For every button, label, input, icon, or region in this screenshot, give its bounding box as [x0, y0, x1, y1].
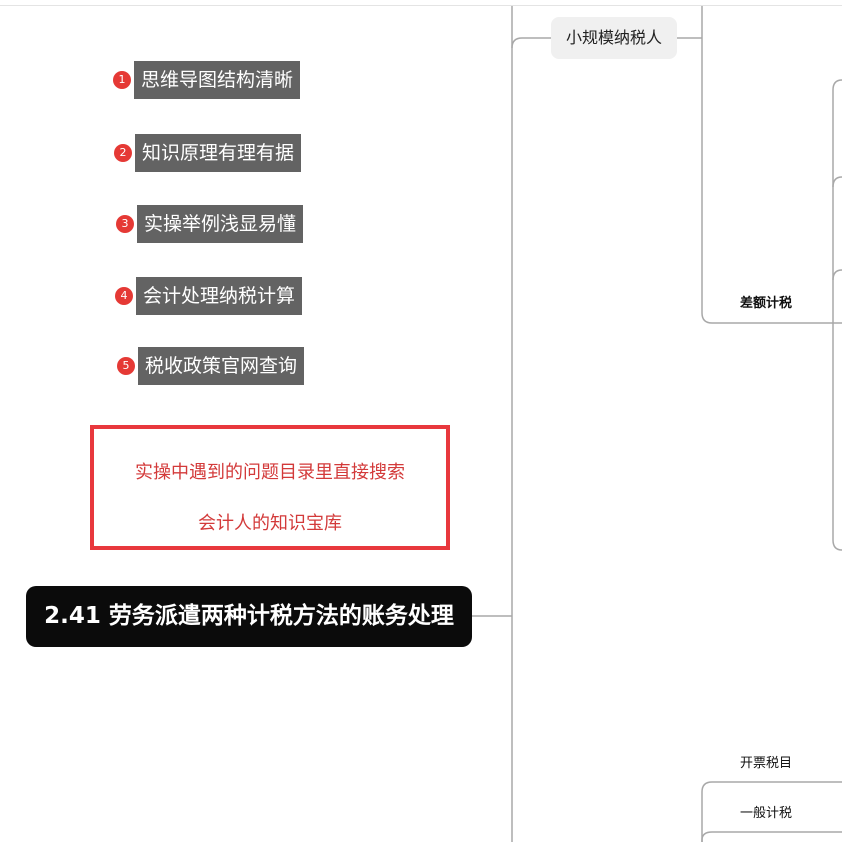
- feature-number-badge: 4: [115, 287, 133, 305]
- feature-label: 知识原理有理有据: [135, 134, 302, 172]
- feature-label: 税收政策官网查询: [138, 347, 305, 385]
- feature-number-badge: 1: [113, 71, 131, 89]
- promo-box: 实操中遇到的问题目录里直接搜索 会计人的知识宝库: [90, 425, 450, 550]
- feature-number-badge: 3: [116, 215, 134, 233]
- node-small-taxpayer[interactable]: 小规模纳税人: [551, 17, 677, 59]
- feature-number-badge: 2: [114, 144, 132, 162]
- feature-label: 实操举例浅显易懂: [137, 205, 304, 243]
- connector-general-child: [701, 831, 842, 842]
- root-topic[interactable]: 2.41 劳务派遣两种计税方法的账务处理: [26, 586, 472, 647]
- connector-sub-trunk: [701, 6, 842, 324]
- feature-label: 思维导图结构清晰: [134, 61, 301, 99]
- connector-to-small-taxpayer: [511, 37, 551, 49]
- connector-diff-bracket: [832, 79, 842, 551]
- feature-1: 1 思维导图结构清晰: [113, 61, 301, 99]
- node-differential-tax[interactable]: 差额计税: [740, 296, 793, 311]
- connector-diff-child-2: [832, 269, 842, 281]
- feature-number-badge: 5: [117, 357, 135, 375]
- feature-4: 4 会计处理纳税计算: [115, 277, 303, 315]
- connector-diff-child-1: [832, 176, 842, 188]
- feature-3: 3 实操举例浅显易懂: [116, 205, 304, 243]
- promo-line-1: 实操中遇到的问题目录里直接搜索: [135, 462, 405, 483]
- feature-5: 5 税收政策官网查询: [117, 347, 305, 385]
- node-general-tax[interactable]: 一般计税: [740, 806, 793, 821]
- promo-line-2: 会计人的知识宝库: [198, 513, 342, 534]
- node-invoice-item[interactable]: 开票税目: [740, 756, 793, 771]
- feature-2: 2 知识原理有理有据: [114, 134, 302, 172]
- feature-label: 会计处理纳税计算: [136, 277, 303, 315]
- top-divider: [0, 5, 842, 6]
- connector-general-branch: [701, 781, 842, 842]
